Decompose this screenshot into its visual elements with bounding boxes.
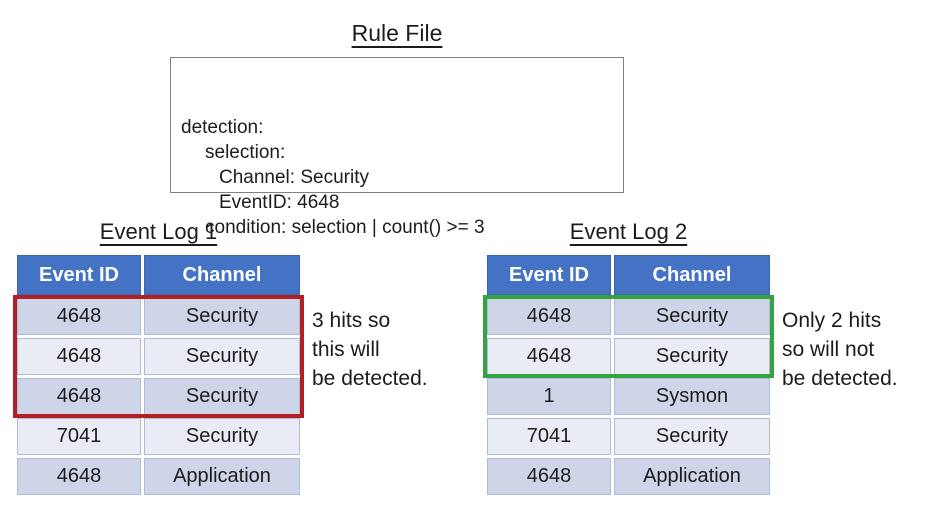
event-log-2-cell: 7041 xyxy=(487,418,611,455)
rule-file-line: condition: selection | count() >= 3 xyxy=(205,217,485,238)
event-log-2-header-cell: Event ID xyxy=(487,255,611,295)
rule-file-line: EventID: 4648 xyxy=(219,192,340,213)
event-log-1-cell: 4648 xyxy=(17,298,141,335)
event-log-1-cell: Application xyxy=(144,458,300,495)
event-log-1-cell: 4648 xyxy=(17,458,141,495)
event-log-1-cell: Security xyxy=(144,298,300,335)
event-log-1-cell: Security xyxy=(144,378,300,415)
event-log-1-header-cell: Event ID xyxy=(17,255,141,295)
event-log-2-cell: Security xyxy=(614,418,770,455)
event-log-2-title: Event Log 2 xyxy=(569,219,688,244)
event-log-1-cell: Security xyxy=(144,338,300,375)
rule-file-title: Rule File xyxy=(351,20,443,46)
event-log-1-header-cell: Channel xyxy=(144,255,300,295)
event-log-2-header-cell: Channel xyxy=(614,255,770,295)
event-log-2-annotation: Only 2 hits so will not be detected. xyxy=(782,309,898,390)
event-log-2-cell: 4648 xyxy=(487,338,611,375)
event-log-1-annotation: 3 hits so this will be detected. xyxy=(312,309,428,390)
event-log-2-cell: 4648 xyxy=(487,458,611,495)
event-log-1-cell: 7041 xyxy=(17,418,141,455)
event-log-2-cell: Sysmon xyxy=(614,378,770,415)
event-log-1-title: Event Log 1 xyxy=(99,219,218,244)
event-log-1-cell: Security xyxy=(144,418,300,455)
event-log-2-cell: 4648 xyxy=(487,298,611,335)
event-log-1-cell: 4648 xyxy=(17,378,141,415)
rule-file-line: Channel: Security xyxy=(219,167,369,188)
event-log-2-cell: Security xyxy=(614,338,770,375)
event-log-1-cell: 4648 xyxy=(17,338,141,375)
rule-file-line: detection: xyxy=(181,117,264,138)
rule-file-line: selection: xyxy=(205,142,286,163)
event-log-2-cell: 1 xyxy=(487,378,611,415)
event-log-2-cell: Security xyxy=(614,298,770,335)
event-log-2-cell: Application xyxy=(614,458,770,495)
